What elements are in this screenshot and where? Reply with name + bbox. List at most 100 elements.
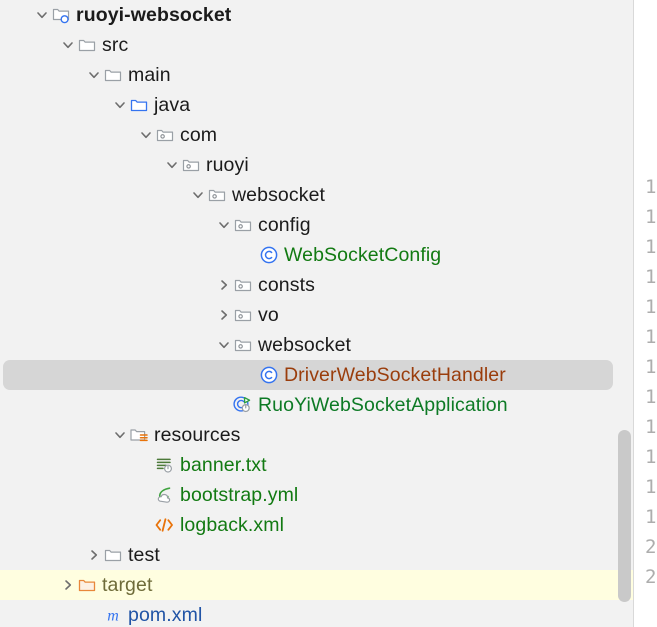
tree-row[interactable]: RuoYiWebSocketApplication (0, 390, 633, 420)
tree-row[interactable]: config (0, 210, 633, 240)
tree-row-label: consts (258, 274, 315, 296)
tree-row-label: src (102, 34, 129, 56)
tree-row[interactable]: src (0, 30, 633, 60)
tree-row[interactable]: logback.xml (0, 510, 633, 540)
tree-row[interactable]: consts (0, 270, 633, 300)
tree-spacer (242, 240, 258, 270)
project-tool-window[interactable]: ruoyi-websocket src main java com ruoyi … (0, 0, 633, 627)
chevron-down-icon[interactable] (216, 330, 232, 360)
tree-row-label: logback.xml (180, 514, 285, 536)
tree-row-label: java (154, 94, 191, 116)
tree-row[interactable]: DriverWebSocketHandler (0, 360, 633, 390)
tree-row-label: websocket (232, 184, 326, 206)
package-icon (180, 150, 201, 180)
tree-spacer (86, 600, 102, 627)
line-number: 1 (645, 386, 657, 408)
tree-row[interactable]: resources (0, 420, 633, 450)
maven-file-icon: m (102, 600, 123, 627)
text-file-icon (154, 450, 175, 480)
tree-row-label: test (128, 544, 160, 566)
tree-row-label: WebSocketConfig (284, 244, 442, 266)
package-icon (232, 300, 253, 330)
tree-row-label: resources (154, 424, 241, 446)
line-number: 1 (645, 266, 657, 288)
line-number: 1 (645, 236, 657, 258)
project-tree[interactable]: ruoyi-websocket src main java com ruoyi … (0, 0, 633, 627)
line-number: 1 (645, 326, 657, 348)
tree-row[interactable]: websocket (0, 180, 633, 210)
line-number: 1 (645, 356, 657, 378)
line-number: 1 (645, 476, 657, 498)
tree-row-label: config (258, 214, 311, 236)
tree-row[interactable]: com (0, 120, 633, 150)
tree-spacer (138, 450, 154, 480)
chevron-down-icon[interactable] (86, 60, 102, 90)
panel-divider[interactable] (633, 0, 634, 627)
line-number: 1 (645, 206, 657, 228)
line-number: 1 (645, 416, 657, 438)
tree-row[interactable]: ruoyi (0, 150, 633, 180)
folder-icon (102, 540, 123, 570)
xml-file-icon (154, 510, 175, 540)
tree-spacer (242, 360, 258, 390)
tree-row-label: main (128, 64, 171, 86)
tree-row[interactable]: vo (0, 300, 633, 330)
resources-folder-icon (128, 420, 149, 450)
source-root-folder-icon (128, 90, 149, 120)
chevron-down-icon[interactable] (164, 150, 180, 180)
package-icon (206, 180, 227, 210)
tree-row[interactable]: test (0, 540, 633, 570)
tree-spacer (138, 510, 154, 540)
tree-row-label: RuoYiWebSocketApplication (258, 394, 508, 416)
java-class-icon (258, 360, 279, 390)
chevron-down-icon[interactable] (60, 30, 76, 60)
folder-icon (102, 60, 123, 90)
tree-row-label: banner.txt (180, 454, 267, 476)
tree-row[interactable]: target (0, 570, 633, 600)
tree-row-label: ruoyi (206, 154, 249, 176)
tree-row[interactable]: main (0, 60, 633, 90)
chevron-right-icon[interactable] (216, 270, 232, 300)
line-number: 2 (645, 566, 657, 588)
tree-row[interactable]: m pom.xml (0, 600, 633, 627)
chevron-down-icon[interactable] (138, 120, 154, 150)
line-number: 1 (645, 176, 657, 198)
chevron-down-icon[interactable] (112, 90, 128, 120)
spring-boot-app-icon (232, 390, 253, 420)
chevron-down-icon[interactable] (190, 180, 206, 210)
tree-row-label: target (102, 574, 153, 596)
folder-icon (76, 30, 97, 60)
tree-row[interactable]: java (0, 90, 633, 120)
line-number: 1 (645, 506, 657, 528)
tree-row-label: vo (258, 304, 279, 326)
tree-row-label: bootstrap.yml (180, 484, 299, 506)
line-number: 1 (645, 446, 657, 468)
excluded-folder-icon (76, 570, 97, 600)
tree-row[interactable]: ruoyi-websocket (0, 0, 633, 30)
tree-row[interactable]: bootstrap.yml (0, 480, 633, 510)
package-icon (232, 210, 253, 240)
chevron-down-icon[interactable] (112, 420, 128, 450)
package-icon (232, 330, 253, 360)
chevron-down-icon[interactable] (34, 0, 50, 30)
chevron-right-icon[interactable] (216, 300, 232, 330)
tree-row[interactable]: banner.txt (0, 450, 633, 480)
spring-yaml-file-icon (154, 480, 175, 510)
tree-row-label: ruoyi-websocket (76, 4, 232, 26)
line-number: 1 (645, 296, 657, 318)
tree-row[interactable]: WebSocketConfig (0, 240, 633, 270)
module-folder-icon (50, 0, 71, 30)
tree-row-label: com (180, 124, 218, 146)
chevron-right-icon[interactable] (86, 540, 102, 570)
chevron-right-icon[interactable] (60, 570, 76, 600)
package-icon (154, 120, 175, 150)
tree-row-label: websocket (258, 334, 352, 356)
tree-row-label: DriverWebSocketHandler (284, 364, 506, 386)
chevron-down-icon[interactable] (216, 210, 232, 240)
tree-row-label: pom.xml (128, 604, 203, 626)
tree-spacer (216, 390, 232, 420)
tree-row[interactable]: websocket (0, 330, 633, 360)
